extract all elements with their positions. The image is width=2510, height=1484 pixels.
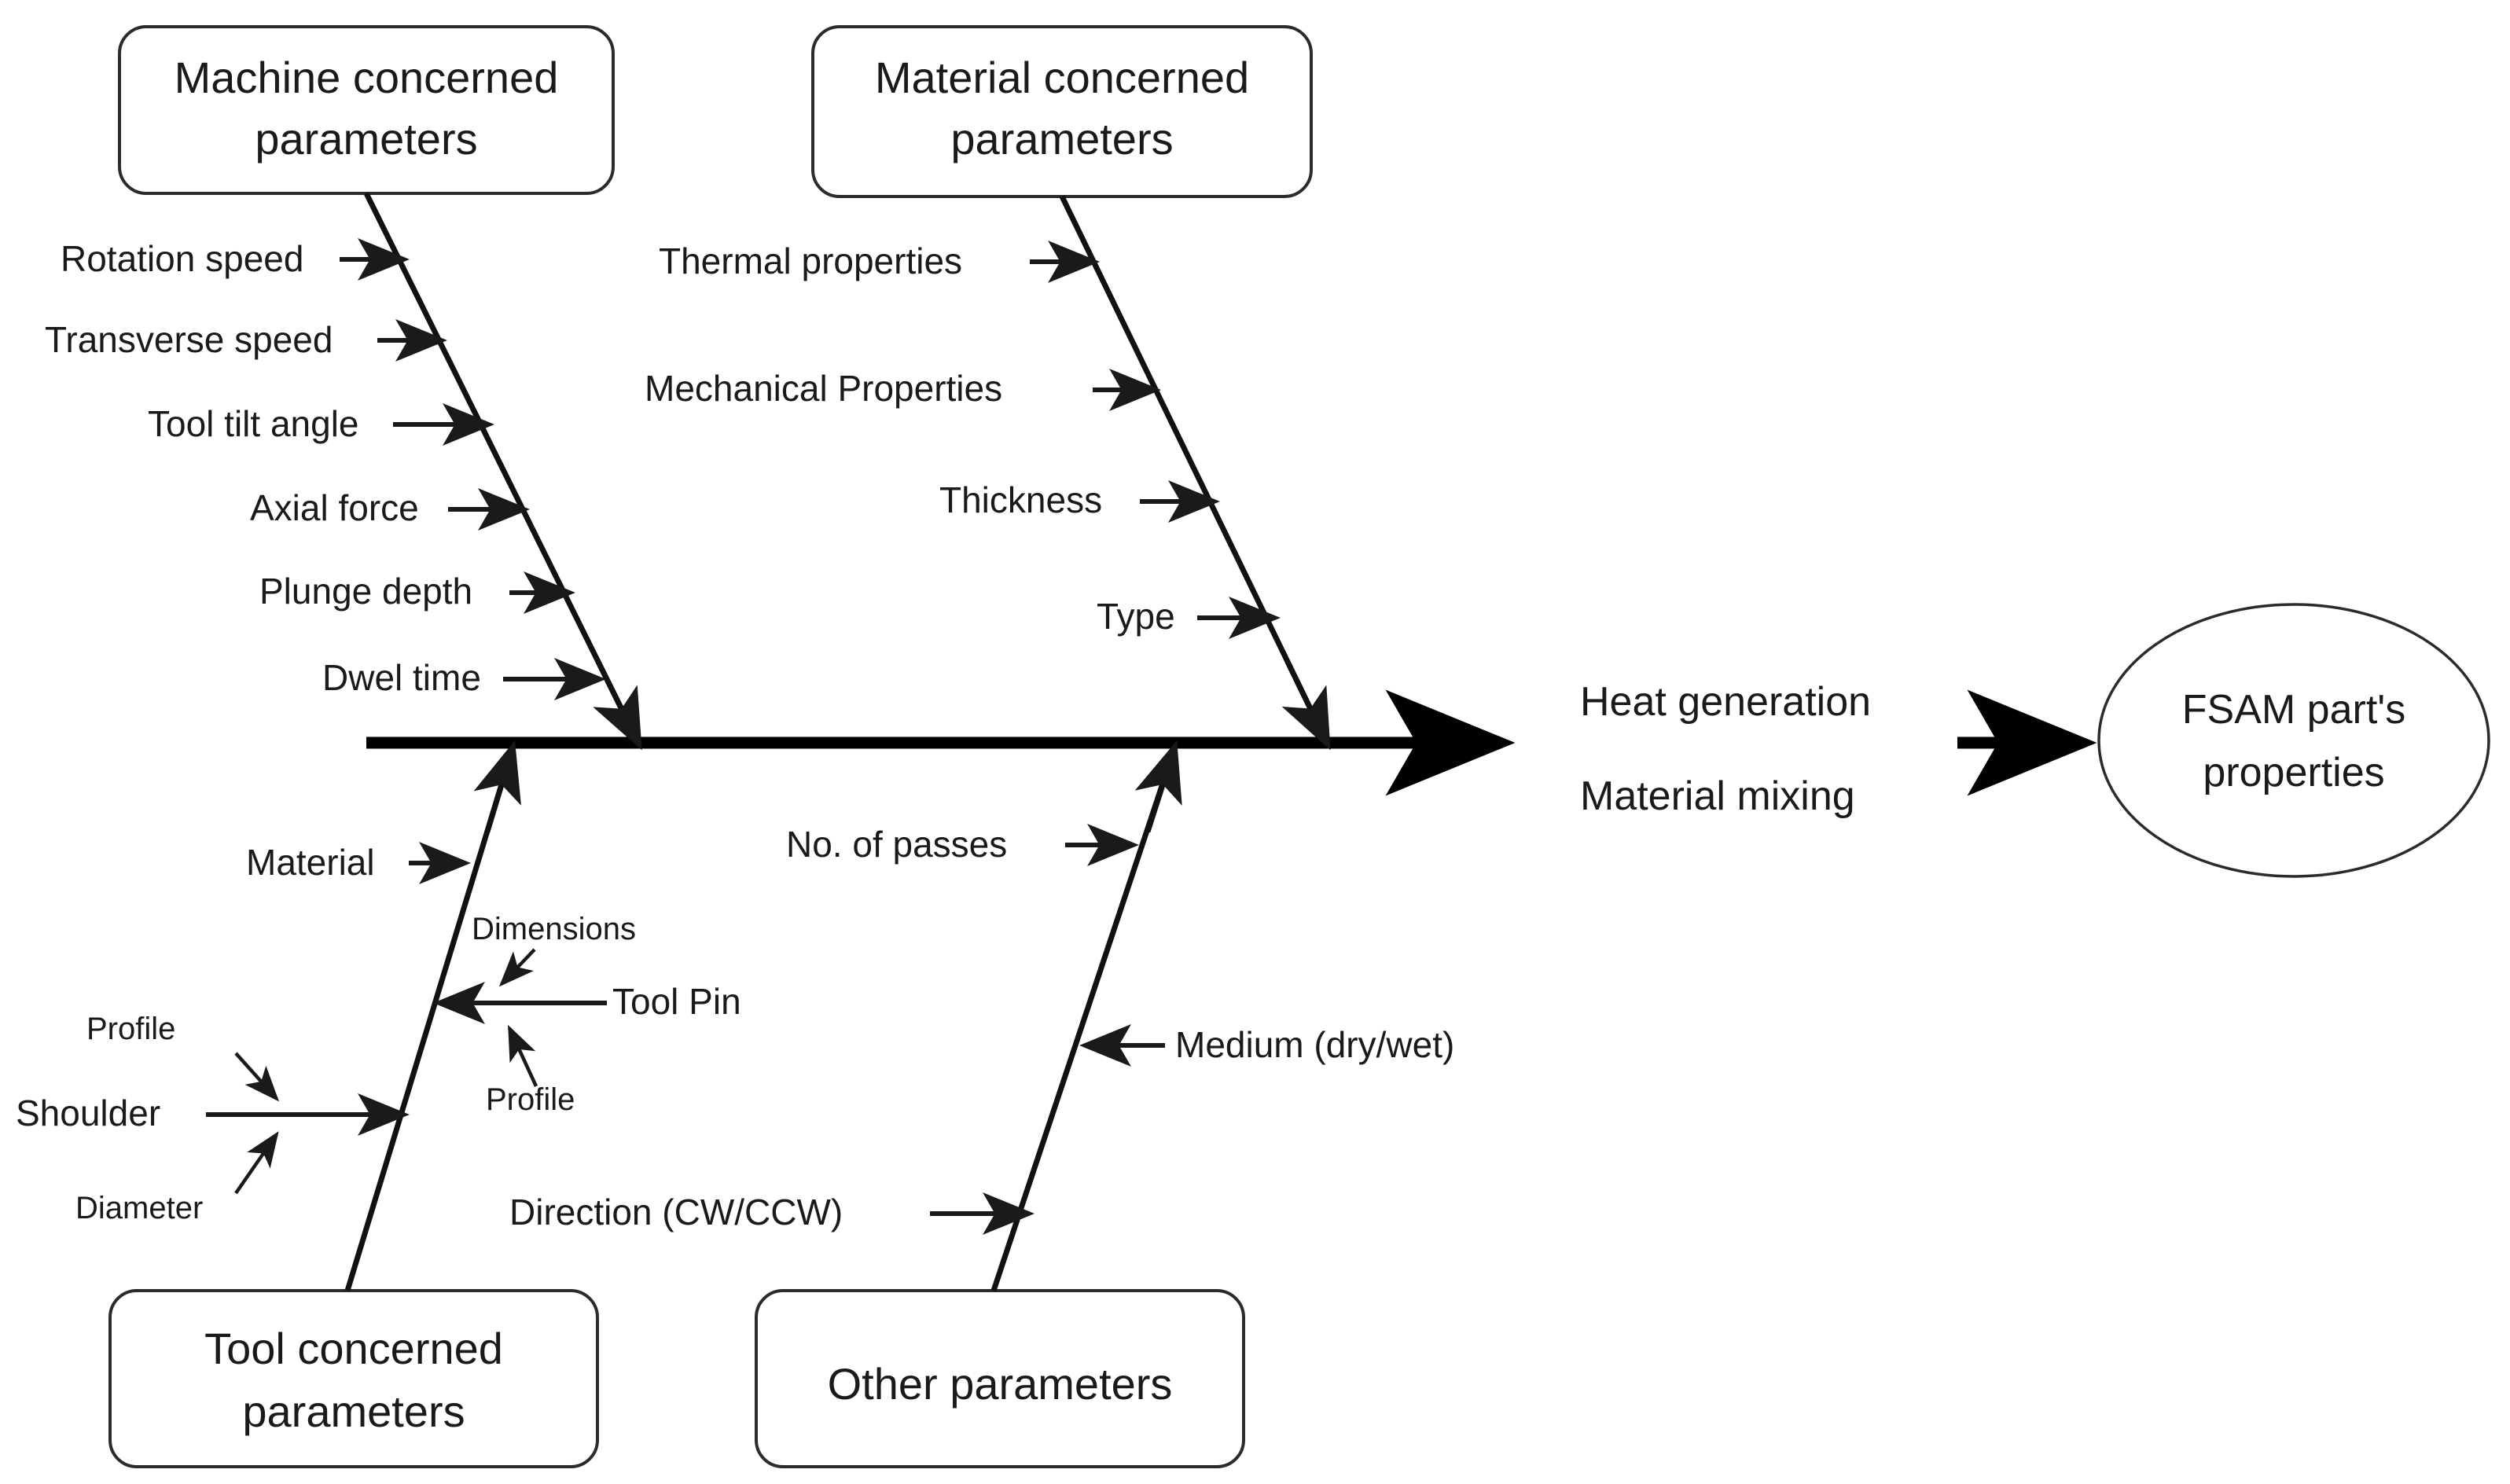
category-box-machine[interactable] <box>118 25 615 195</box>
sub-cause-arrow-diameter <box>234 1131 279 1195</box>
category-label-other-line1: Other parameters <box>828 1359 1173 1409</box>
rib-machine-arrow <box>593 659 642 751</box>
cause-label-plunge-depth: Plunge depth <box>259 571 472 612</box>
category-label-machine-line1: Machine concerned <box>175 53 559 102</box>
sub-cause-label-diameter: Diameter <box>75 1191 203 1225</box>
category-label-machine-line2: parameters <box>255 114 477 163</box>
cause-label-no-of-passes: No. of passes <box>786 824 1007 865</box>
category-label-tool-line1: Tool concerned <box>204 1324 503 1373</box>
cause-label-dwel-time: Dwel time <box>322 657 481 698</box>
category-label-tool-line2: parameters <box>242 1387 465 1436</box>
category-box-other[interactable] <box>755 1289 1245 1468</box>
rib-tool-arrow <box>473 740 521 833</box>
sub-cause-label-dimensions: Dimensions <box>472 912 636 946</box>
mid-effect-material-mixing: Material mixing <box>1580 773 1855 819</box>
rib-machine <box>363 192 641 744</box>
cause-label-rotation-speed: Rotation speed <box>61 238 303 279</box>
sub-cause-arrow-pin-profile <box>507 1024 538 1087</box>
category-box-tool[interactable] <box>108 1289 599 1468</box>
rib-tool <box>344 747 516 1292</box>
cause-label-mechanical-properties: Mechanical Properties <box>645 368 1002 409</box>
cause-label-tool-pin: Tool Pin <box>612 981 741 1022</box>
rib-material-arrow <box>1281 660 1331 751</box>
cause-label-medium: Medium (dry/wet) <box>1175 1024 1454 1065</box>
sub-cause-label-shoulder-profile: Profile <box>86 1012 175 1046</box>
category-label-material-line1: Material concerned <box>875 53 1249 102</box>
cause-label-shoulder: Shoulder <box>16 1093 160 1133</box>
cause-label-transverse-speed: Transverse speed <box>45 319 333 360</box>
sub-cause-arrow-shoulder-profile <box>234 1052 280 1102</box>
mid-effect-heat-generation: Heat generation <box>1580 679 1871 725</box>
sub-cause-arrow-dimensions <box>498 948 536 987</box>
cause-label-tool-tilt-angle: Tool tilt angle <box>148 403 359 444</box>
cause-label-type: Type <box>1097 596 1175 637</box>
cause-label-thermal-properties: Thermal properties <box>659 241 962 281</box>
outcome-ellipse <box>2097 603 2490 878</box>
rib-other-arrow <box>1134 740 1182 833</box>
cause-label-direction: Direction (CW/CCW) <box>509 1192 843 1232</box>
rib-material <box>1059 195 1330 744</box>
sub-cause-label-pin-profile: Profile <box>486 1082 575 1117</box>
outcome-label-line2: properties <box>2203 750 2384 795</box>
outcome-label-line1: FSAM part's <box>2182 687 2405 733</box>
category-label-material-line2: parameters <box>950 114 1173 163</box>
cause-label-thickness: Thickness <box>939 479 1102 520</box>
cause-label-axial-force: Axial force <box>250 487 419 528</box>
cause-label-tool-material: Material <box>246 842 375 883</box>
